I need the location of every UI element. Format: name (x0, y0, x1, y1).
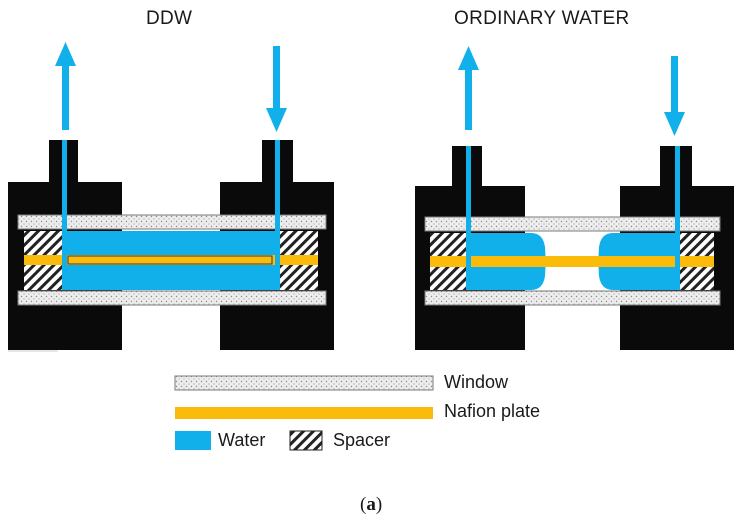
ddw-outlet-tube (62, 140, 67, 290)
legend-water-label: Water (218, 430, 266, 450)
ddw-nafion-outline (67, 255, 273, 265)
ddw-window-top (17, 214, 327, 230)
legend-window-swatch (174, 375, 434, 391)
ddw-window-bottom (17, 290, 327, 306)
ddw-nafion-plate (24, 255, 318, 265)
ordinary-water-cell (415, 46, 734, 350)
caption-close: ) (375, 494, 383, 515)
ow-window-top (424, 216, 721, 232)
legend-nafion-swatch (175, 407, 433, 419)
caption-letter: a (366, 494, 376, 515)
ddw-title: DDW (146, 8, 193, 29)
figure-caption: (a) (360, 494, 382, 516)
legend-water-swatch (175, 431, 211, 450)
legend-spacer-swatch (289, 430, 323, 451)
ddw-outflow-arrow (55, 42, 76, 130)
legend-nafion-label: Nafion plate (444, 401, 541, 421)
caption-open: ( (360, 494, 367, 515)
ddw-inflow-arrow (266, 46, 287, 132)
ddw-inlet-tube (275, 140, 280, 290)
ddw-cell (8, 42, 334, 352)
legend-spacer-label: Spacer (333, 430, 391, 450)
ow-inlet-tube (675, 146, 680, 290)
ow-window-bottom (424, 290, 721, 306)
ow-inflow-arrow (664, 56, 685, 136)
legend (174, 375, 434, 451)
legend-window-label: Window (444, 372, 509, 392)
ow-outlet-tube (466, 146, 471, 290)
ordinary-water-title: ORDINARY WATER (454, 8, 630, 29)
ow-outflow-arrow (458, 46, 479, 130)
ow-nafion-plate (430, 256, 714, 267)
